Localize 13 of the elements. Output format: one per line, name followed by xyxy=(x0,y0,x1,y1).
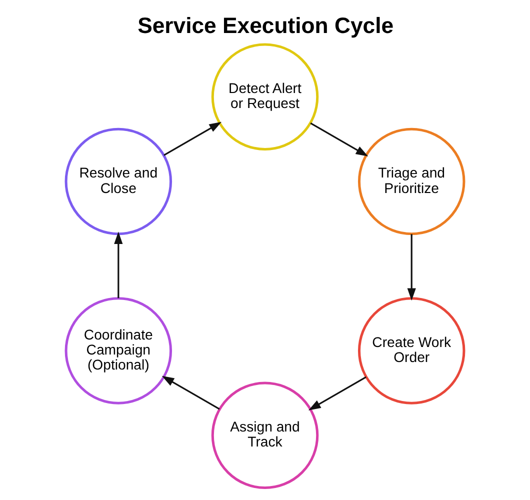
arrow xyxy=(164,122,222,156)
node-circle: Detect Alert or Request xyxy=(211,43,319,150)
node-circle: Coordinate Campaign (Optional) xyxy=(64,297,172,404)
node-circle: Assign and Track xyxy=(211,382,319,490)
node-circle: Create Work Order xyxy=(358,297,466,404)
node-circle: Triage and Prioritize xyxy=(358,128,466,236)
arrow xyxy=(310,122,368,156)
arrow xyxy=(407,234,416,301)
arrow xyxy=(308,376,366,410)
diagram-title: Service Execution Cycle xyxy=(138,12,394,38)
arrow xyxy=(162,376,220,410)
node-circle: Resolve and Close xyxy=(64,128,172,236)
arrow xyxy=(114,232,123,298)
